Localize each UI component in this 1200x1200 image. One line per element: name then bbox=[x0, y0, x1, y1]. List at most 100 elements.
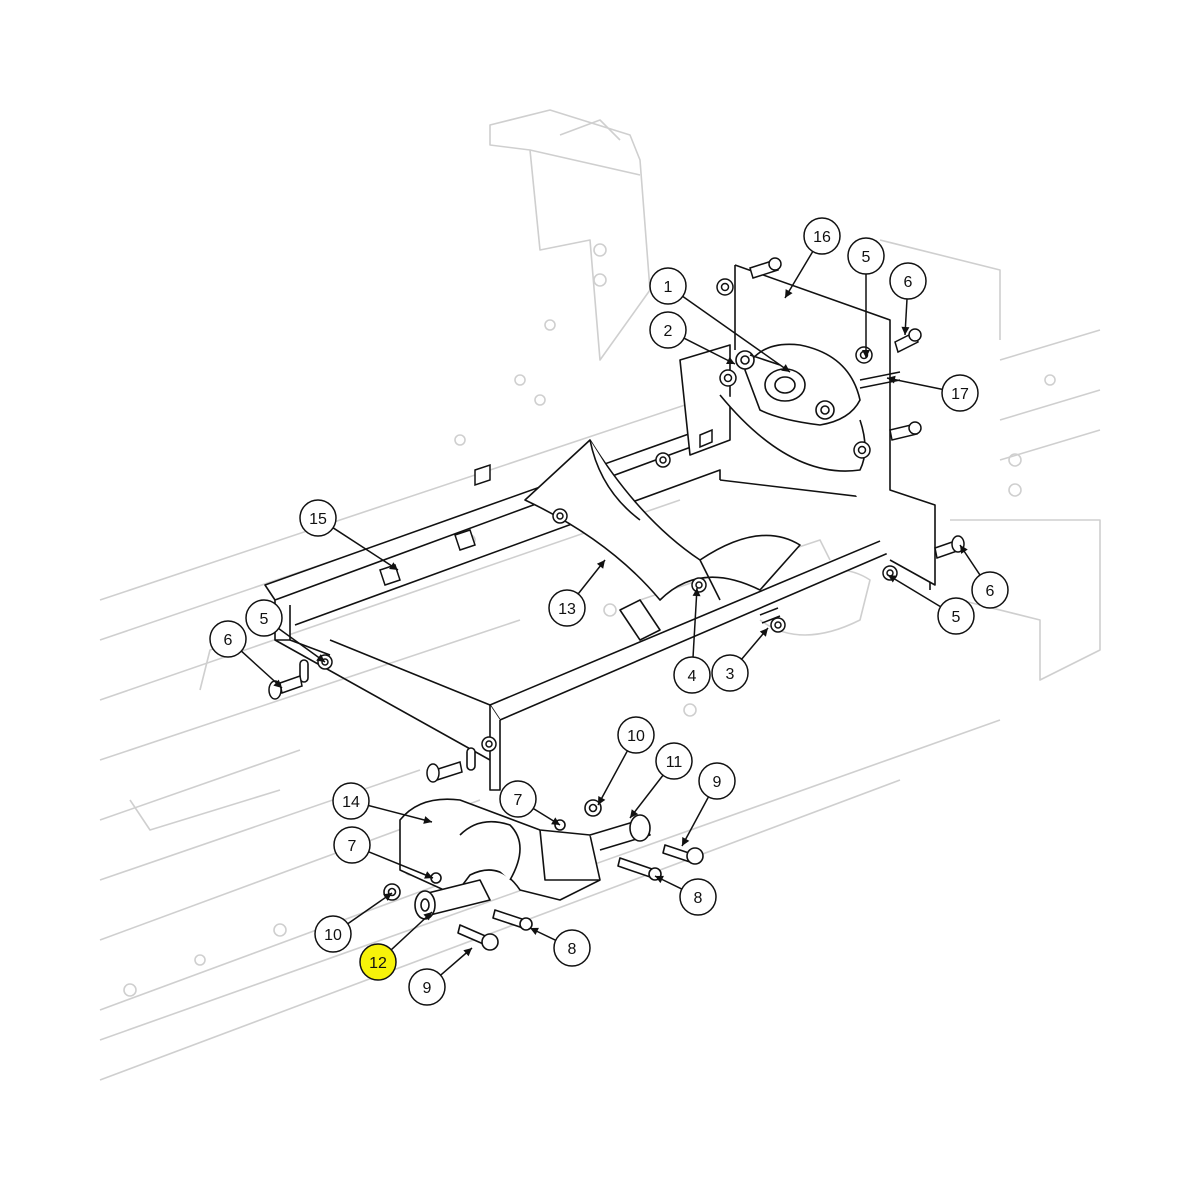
callout-6[interactable]: 6 bbox=[889, 262, 927, 300]
callout-number: 6 bbox=[224, 632, 233, 649]
leader-arrow-1 bbox=[781, 364, 790, 372]
callout-circle bbox=[332, 782, 370, 820]
callout-circle bbox=[673, 656, 711, 694]
leader-line-16 bbox=[784, 251, 814, 299]
callout-circle bbox=[803, 217, 841, 255]
callout-number: 1 bbox=[664, 279, 673, 296]
leader-line-11 bbox=[629, 774, 664, 819]
callout-circle bbox=[333, 826, 371, 864]
callout-number: 5 bbox=[952, 609, 961, 626]
callout-number: 8 bbox=[694, 890, 703, 907]
callout-circle bbox=[548, 589, 586, 627]
callout-2[interactable]: 2 bbox=[649, 311, 687, 349]
leader-arrow-6 bbox=[273, 679, 282, 688]
leader-line-6 bbox=[240, 650, 283, 689]
callout-16[interactable]: 16 bbox=[803, 217, 841, 255]
callout-circle bbox=[209, 620, 247, 658]
leader-line-5 bbox=[887, 574, 941, 608]
leader-arrow-16 bbox=[785, 289, 793, 298]
callout-10[interactable]: 10 bbox=[617, 716, 655, 754]
callout-6[interactable]: 6 bbox=[209, 620, 247, 658]
callout-8[interactable]: 8 bbox=[679, 878, 717, 916]
leader-arrow-12 bbox=[423, 912, 432, 921]
callout-number: 13 bbox=[558, 601, 576, 618]
leader-arrow-10 bbox=[598, 796, 606, 805]
callout-11[interactable]: 11 bbox=[655, 742, 693, 780]
callout-number: 7 bbox=[514, 792, 523, 809]
leader-line-14 bbox=[368, 804, 433, 823]
callout-number: 8 bbox=[568, 941, 577, 958]
callout-number: 10 bbox=[627, 728, 645, 745]
callout-circle bbox=[889, 262, 927, 300]
chassis-frame-ghost bbox=[99, 109, 1101, 1081]
callout-13[interactable]: 13 bbox=[548, 589, 586, 627]
callout-number: 14 bbox=[342, 794, 360, 811]
leader-arrow-6 bbox=[960, 545, 968, 554]
leader-arrow-11 bbox=[630, 809, 639, 818]
callout-circle bbox=[655, 742, 693, 780]
callout-17[interactable]: 17 bbox=[941, 374, 979, 412]
callout-5[interactable]: 5 bbox=[847, 237, 885, 275]
leader-arrow-17 bbox=[887, 375, 896, 384]
callout-number: 9 bbox=[713, 774, 722, 791]
callout-3[interactable]: 3 bbox=[711, 654, 749, 692]
callout-number: 5 bbox=[862, 249, 871, 266]
callout-number: 7 bbox=[348, 838, 357, 855]
callout-1[interactable]: 1 bbox=[649, 267, 687, 305]
leader-arrow-2 bbox=[726, 356, 735, 364]
leader-line-1 bbox=[682, 295, 791, 373]
callout-circle bbox=[679, 878, 717, 916]
callout-6[interactable]: 6 bbox=[971, 571, 1009, 609]
leader-arrow-8 bbox=[530, 927, 539, 936]
leader-arrow-9 bbox=[463, 948, 472, 957]
callout-7[interactable]: 7 bbox=[333, 826, 371, 864]
leader-line-12 bbox=[390, 911, 433, 951]
callout-number: 2 bbox=[664, 323, 673, 340]
leader-arrow-5 bbox=[316, 654, 325, 662]
callout-5[interactable]: 5 bbox=[245, 599, 283, 637]
callout-number: 3 bbox=[726, 666, 735, 683]
leader-line-17 bbox=[886, 377, 943, 391]
callout-number: 9 bbox=[423, 980, 432, 997]
leader-arrow-5 bbox=[888, 575, 897, 583]
leader-arrow-15 bbox=[389, 562, 398, 570]
leader-arrow-3 bbox=[759, 628, 768, 637]
callout-10[interactable]: 10 bbox=[314, 915, 352, 953]
callout-number: 6 bbox=[986, 583, 995, 600]
leader-arrow-7 bbox=[551, 817, 560, 825]
leader-arrow-4 bbox=[692, 588, 701, 597]
leader-line-10 bbox=[347, 892, 393, 925]
leader-arrow-8 bbox=[655, 875, 664, 884]
callout-circle bbox=[698, 762, 736, 800]
callout-7[interactable]: 7 bbox=[499, 780, 537, 818]
callout-15[interactable]: 15 bbox=[299, 499, 337, 537]
callout-12[interactable]: 12 bbox=[359, 943, 397, 981]
leader-line-9 bbox=[681, 796, 710, 847]
callout-circle bbox=[299, 499, 337, 537]
callout-14[interactable]: 14 bbox=[332, 782, 370, 820]
callout-circle bbox=[941, 374, 979, 412]
callout-circle bbox=[711, 654, 749, 692]
callout-number: 6 bbox=[904, 274, 913, 291]
callout-number: 10 bbox=[324, 927, 342, 944]
callout-circle bbox=[847, 237, 885, 275]
callout-9[interactable]: 9 bbox=[698, 762, 736, 800]
callout-circle bbox=[499, 780, 537, 818]
leader-arrow-7 bbox=[424, 871, 433, 879]
callout-9[interactable]: 9 bbox=[408, 968, 446, 1006]
leader-line-2 bbox=[683, 337, 736, 365]
leader-arrow-10 bbox=[383, 893, 392, 901]
leader-line-10 bbox=[597, 750, 629, 806]
leader-line-7 bbox=[368, 851, 434, 879]
callout-circle bbox=[649, 311, 687, 349]
leader-line-5 bbox=[278, 627, 326, 663]
callout-4[interactable]: 4 bbox=[673, 656, 711, 694]
bearing-assembly bbox=[735, 343, 861, 426]
leader-arrow-9 bbox=[682, 837, 690, 846]
callout-5[interactable]: 5 bbox=[937, 597, 975, 635]
callout-number: 11 bbox=[666, 754, 683, 771]
callout-8[interactable]: 8 bbox=[553, 929, 591, 967]
